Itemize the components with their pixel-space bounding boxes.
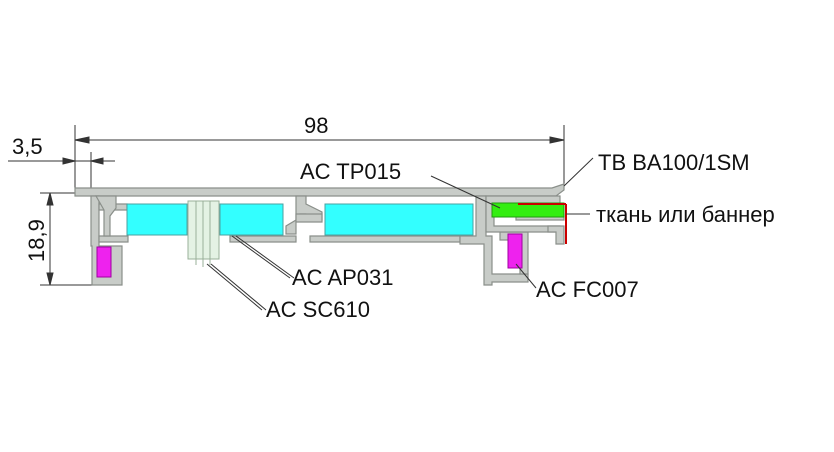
label-ac-sc610: AC SC610 — [266, 297, 370, 322]
light-guide-panel-right — [324, 203, 474, 236]
light-guide-panel-left — [126, 203, 188, 236]
magenta-insert-left — [96, 246, 112, 278]
leader-lines — [206, 157, 594, 311]
dimension-offset: 3,5 — [12, 134, 43, 159]
light-guide-panels — [126, 203, 474, 236]
label-tb-ba100: TB BA100/1SM — [598, 150, 750, 175]
label-ac-ap031: AC AP031 — [292, 265, 394, 290]
green-insert-tp015 — [491, 202, 565, 218]
dimension-lines — [8, 125, 565, 286]
dimension-height: 18,9 — [24, 219, 49, 262]
label-ac-fc007: AC FC007 — [536, 277, 639, 302]
magenta-insert-right — [507, 233, 523, 269]
light-guide-panel-left-2 — [219, 203, 284, 236]
screw-sc610 — [187, 200, 220, 267]
label-fabric-banner: ткань или баннер — [596, 202, 775, 227]
fabric-banner-line — [518, 203, 567, 244]
dimension-total-width: 98 — [304, 113, 328, 138]
label-ac-tp015: AC TP015 — [300, 159, 401, 184]
